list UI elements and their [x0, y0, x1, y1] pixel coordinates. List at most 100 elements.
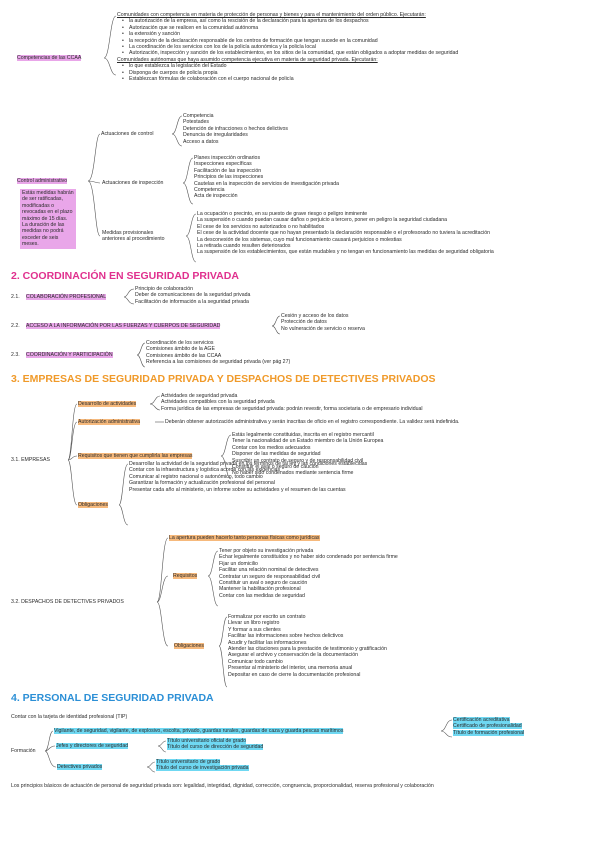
control-administrativo-label: Control administrativo	[17, 178, 68, 185]
list-item: Protección de datos	[281, 319, 327, 326]
obligaciones-empresas-label: Obligaciones	[78, 502, 108, 509]
desp-requisitos-label: Requisitos	[173, 573, 198, 580]
list-item: Tener la nacionalidad de un Estado miemb…	[232, 438, 384, 445]
list-item: No haber sido condenados mediante senten…	[232, 470, 354, 477]
list-item: Título del curso de dirección de segurid…	[167, 744, 264, 751]
c22-number: 2.2.	[11, 323, 20, 329]
list-item: Principios de las inspecciones	[194, 174, 264, 181]
c22-list: Cesión y acceso de los datos Protección …	[281, 313, 365, 332]
list-item: Atender las citaciones para la prestació…	[228, 646, 387, 653]
list-item: La retirada cuando resulten deteriorados	[197, 243, 291, 250]
list-item: Certificación acreditativa	[453, 717, 510, 723]
empresas-label: 3.1. EMPRESAS	[11, 457, 50, 463]
medidas-list: La ocupación o precinto, en su puesto de…	[197, 211, 494, 256]
list-item: Certificado de profesionalidad	[453, 723, 522, 730]
con-competencia-block: Comunidades con competencia en materia d…	[117, 12, 569, 83]
list-item: Presentar cada año al ministerio, un inf…	[129, 486, 346, 493]
actuaciones-inspeccion-list: Planes inspección ordinarios Inspeccione…	[194, 155, 339, 200]
list-item: la recepción de la declaración responsab…	[117, 38, 569, 45]
list-item: Facilitar una relación nominal de detect…	[219, 567, 319, 574]
list-item: Estás legalmente constituidas, inscrita …	[232, 432, 374, 438]
requisitos-empresas-list: Estás legalmente constituidas, inscrita …	[232, 432, 383, 477]
list-item: Mantener la habilitación profesional	[219, 586, 301, 593]
vigilantes-list: Certificación acreditativa Certificado d…	[453, 717, 525, 736]
list-item: Acta de inspección	[194, 193, 238, 200]
list-item: Denuncia de irregularidades	[183, 132, 248, 139]
list-item: Suscribir un contrato de seguro y de res…	[232, 457, 364, 464]
list-item: Acceso a datos	[183, 138, 219, 145]
list-item: Constituir un aval o seguro de caución	[219, 580, 308, 587]
list-item: La ocupación o precinto, en su puesto de…	[197, 211, 368, 217]
list-item: Establezcan fórmulas de colaboración con…	[117, 76, 569, 83]
jefes-label: Jefes y directores de seguridad	[56, 743, 129, 750]
list-item: La suspensión o cuando puedan causar dañ…	[197, 217, 448, 224]
list-item: Título universitario de grado	[156, 759, 221, 765]
list-item: La suspensión de los establecimientos, q…	[197, 249, 494, 256]
list-item: Comunicar todo cambio	[228, 658, 283, 665]
desp-requisitos-list: Tener por objeto su investigación privad…	[219, 548, 398, 599]
apertura-text: La apertura pueden hacerlo tanto persona…	[169, 535, 320, 542]
list-item: El cese de la actividad docente que no h…	[197, 230, 491, 237]
list-item: Contar con las medidas de seguridad	[219, 592, 305, 599]
list-item: Llevar un libro registro	[228, 620, 280, 627]
desarrollo-label: Desarrollo de actividades	[78, 401, 137, 408]
list-item: Fijar un domicilio	[219, 560, 258, 567]
list-item: Planes inspección ordinarios	[194, 155, 261, 161]
list-item: Competencia	[194, 187, 225, 194]
section-4-heading: 4. PERSONAL DE SEGURIDAD PRIVADA	[11, 692, 214, 704]
detectives-list: Título universitario de grado Título del…	[156, 759, 249, 772]
list-item: Contar con los medios adecuados	[232, 444, 311, 451]
list-item: Presentar al ministerio del interior, un…	[228, 665, 353, 672]
list-item: la autorización de la empresa, así como …	[117, 18, 569, 25]
autorizacion-text: Deberán obtener autorización administrat…	[165, 419, 460, 425]
list-item: Deber de comunicaciones de la seguridad …	[135, 292, 251, 299]
list-item: Potestades	[183, 119, 209, 126]
list-item: Y formar a sus clientes	[228, 626, 281, 633]
list-item: Título de formación profesional	[453, 729, 525, 736]
section-2-heading: 2. COORDINACIÓN EN SEGURIDAD PRIVADA	[11, 270, 239, 282]
formacion-label: Formación	[11, 748, 36, 754]
list-item: Competencia	[183, 113, 214, 119]
list-item: Coordinación de los servicios	[146, 340, 214, 346]
list-item: Facilitación de información a la segurid…	[135, 298, 249, 305]
list-item: Echar legalmente constituidos y no haber…	[219, 554, 398, 561]
list-item: Inspecciones específicas	[194, 161, 252, 168]
list-item: Cautelas en la inspección de servicios d…	[194, 180, 340, 187]
list-item: Acudir y facilitar las informaciones	[228, 639, 307, 646]
list-item: Facilitación de las inspección	[194, 167, 262, 174]
list-item: Autorización, inspección y sanción de lo…	[117, 50, 569, 57]
list-item: Contar con la infraestructura y logístic…	[129, 467, 281, 474]
actuaciones-control-label: Actuaciones de control	[101, 131, 154, 137]
obligaciones-empresas-list: Desarrollar la actividad de la seguridad…	[129, 461, 367, 493]
list-item: Actividades compatibles con la seguridad…	[161, 399, 275, 406]
desp-obligaciones-label: Obligaciones	[174, 643, 204, 650]
desarrollo-list: Actividades de seguridad privada Activid…	[161, 393, 423, 412]
vigilantes-label: Vigilante, de seguridad, vigilante, de e…	[54, 728, 344, 735]
detectives-label: Detectives privados	[57, 764, 103, 771]
list-item: Comunicar al registro nacional o autonóm…	[129, 473, 263, 480]
list-item: Tener por objeto su investigación privad…	[219, 548, 314, 554]
list-item: Disponer de las medidas de seguridad	[232, 451, 321, 458]
list-item: Título del curso de investigación privad…	[156, 765, 249, 772]
c23-number: 2.3.	[11, 352, 20, 358]
list-item: Garantizar la formación y actualización …	[129, 480, 275, 487]
c21-number: 2.1.	[11, 294, 20, 300]
competencias-ccaa-label: Competencias de las CCAA	[17, 55, 82, 62]
list-item: Formalizar por escrito un contrato	[228, 614, 306, 620]
medidas-label-line: anteriores al procedimiento	[102, 236, 165, 243]
con-competencia-title: Comunidades con competencia en materia d…	[117, 12, 426, 18]
sin-competencia-title: Comunidades autónomas que haya asumido c…	[117, 56, 378, 63]
list-item: Facilitar las informaciones sobre hechos…	[228, 633, 344, 640]
tip-text: Contar con la tarjeta de identidad profe…	[11, 714, 128, 720]
list-item: Detención de infracciones o hechos delic…	[183, 125, 288, 132]
medidas-label-line: Medidas provisionales	[102, 230, 154, 236]
list-item: lo que establezca la legislación del Est…	[117, 63, 569, 70]
list-item: Asegurar el archivo y conservación de la…	[228, 652, 359, 659]
list-item: Autorización que se realicen en la comun…	[117, 25, 569, 32]
list-item: Forma jurídica de las empresas de seguri…	[161, 405, 423, 412]
despachos-label: 3.2. DESPACHOS DE DETECTIVES PRIVADOS	[11, 599, 124, 605]
medidas-label: Medidas provisionales anteriores al proc…	[102, 230, 165, 243]
list-item: Desarrollar la actividad de la seguridad…	[129, 461, 368, 467]
control-note: Estás medidas habrán de ser ratificadas,…	[20, 189, 76, 249]
